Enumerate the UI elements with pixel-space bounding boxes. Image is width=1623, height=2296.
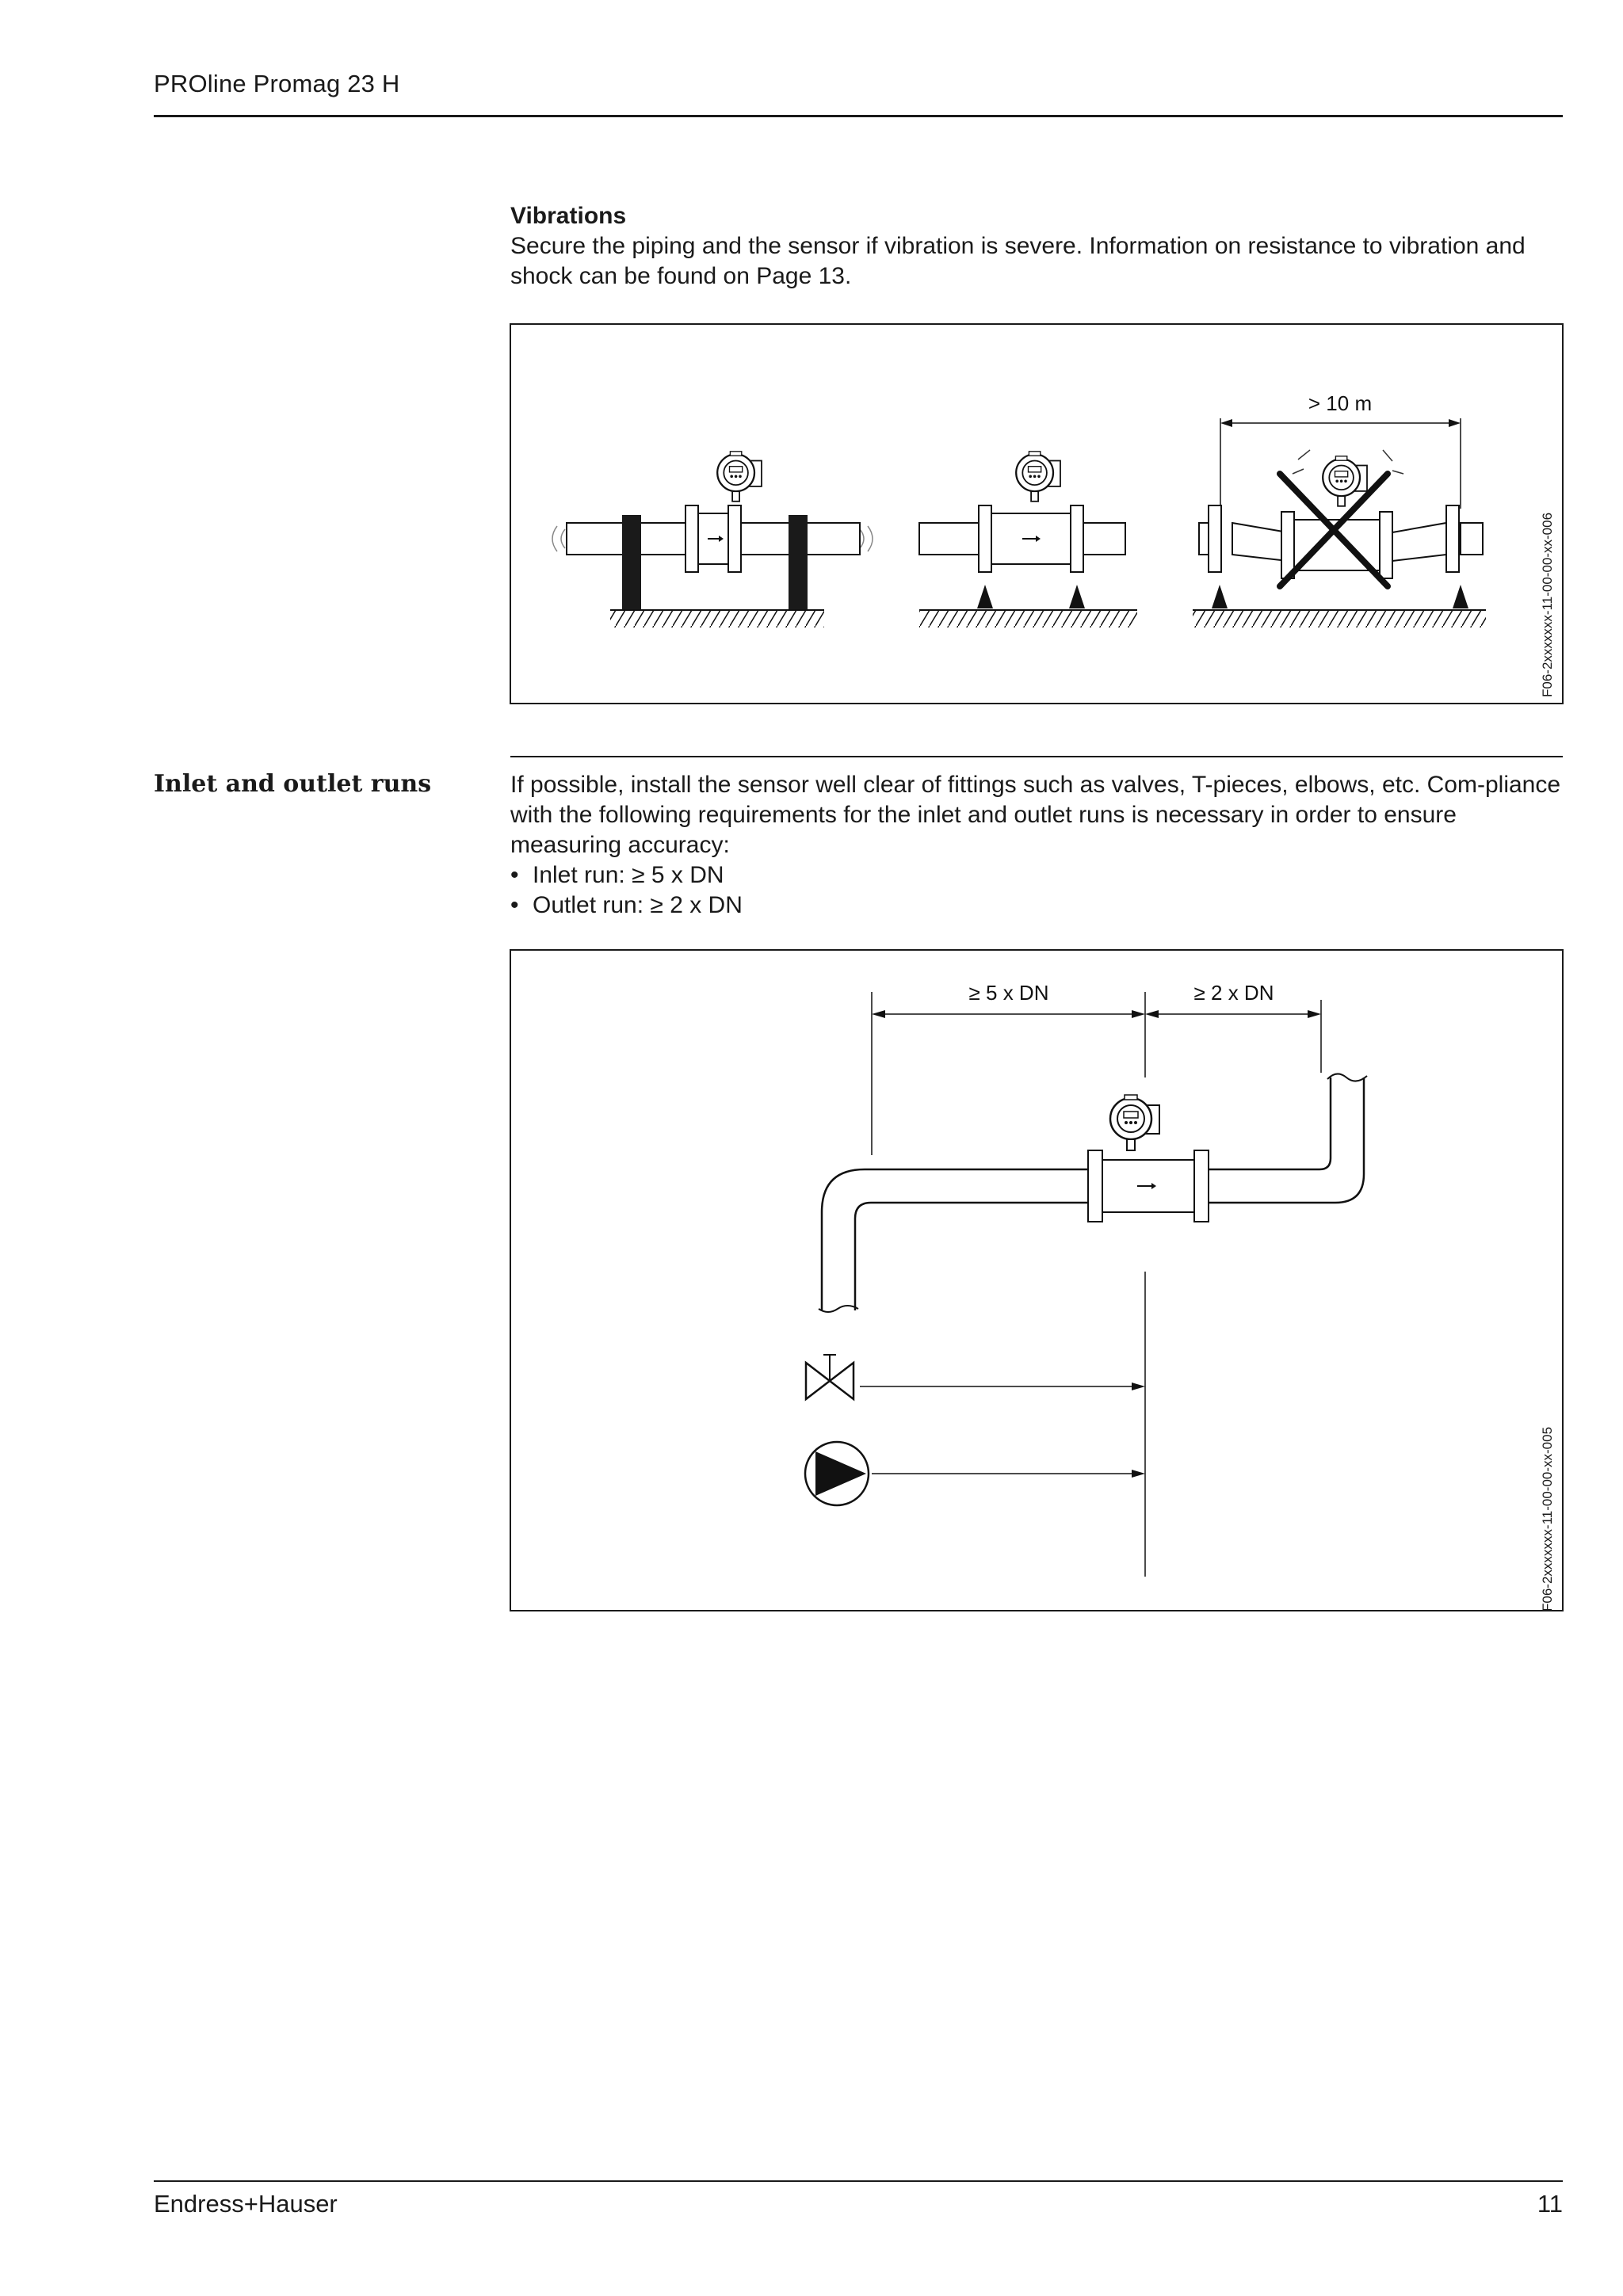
- inlet-dimension-label: ≥ 5 x DN: [969, 981, 1049, 1005]
- vibrations-text: Secure the piping and the sensor if vibr…: [510, 233, 1526, 289]
- inlet-dimension: ≥ 5 x DN: [871, 981, 1146, 1155]
- vibrations-heading: Vibrations: [510, 203, 627, 229]
- footer-brand: Endress+Hauser: [154, 2190, 338, 2218]
- footer-rule: [154, 2180, 1563, 2182]
- page-number: 11: [1537, 2190, 1563, 2218]
- inlet-outlet-text: If possible, install the sensor well cle…: [510, 772, 1561, 858]
- header-rule: [154, 115, 1563, 117]
- inlet-run-requirement: Inlet run: ≥ 5 x DN: [510, 860, 1564, 891]
- pipe-run: [818, 1073, 1368, 1313]
- outlet-run-requirement: Outlet run: ≥ 2 x DN: [510, 891, 1564, 921]
- incorrect-installation-unsupported-span: > 10 m: [1193, 391, 1486, 627]
- header-title: PROline Promag 23 H: [154, 70, 400, 97]
- figure-code: F06-2xxxxxxx-11-00-00-xx-006: [1540, 512, 1555, 697]
- figure-code: F06-2xxxxxxx-11-00-00-xx-005: [1540, 1426, 1555, 1611]
- inlet-outlet-diagram: ≥ 5 x DN ≥ 2 x DN: [804, 981, 1368, 1577]
- inlet-outlet-figure: ≥ 5 x DN ≥ 2 x DN: [510, 949, 1564, 1611]
- requirements-list: Inlet run: ≥ 5 x DN Outlet run: ≥ 2 x DN: [510, 860, 1564, 921]
- inlet-outlet-heading: Inlet and outlet runs: [154, 770, 432, 798]
- pump-icon: [804, 1440, 1145, 1507]
- vibrations-figure: > 10 m F06-2xxxxxxx-11-00-00-xx-006: [510, 323, 1564, 704]
- section-divider: [510, 756, 1563, 757]
- valve-icon: [804, 1354, 1145, 1402]
- vibrations-diagram: > 10 m: [552, 391, 1486, 627]
- span-dimension-label: > 10 m: [1308, 391, 1372, 415]
- inlet-outlet-body: If possible, install the sensor well cle…: [510, 770, 1564, 921]
- supported-installation-with-supports: [918, 450, 1137, 627]
- outlet-dimension: ≥ 2 x DN: [1145, 981, 1322, 1073]
- outlet-dimension-label: ≥ 2 x DN: [1194, 981, 1274, 1005]
- supported-installation-with-blocks: [552, 450, 873, 627]
